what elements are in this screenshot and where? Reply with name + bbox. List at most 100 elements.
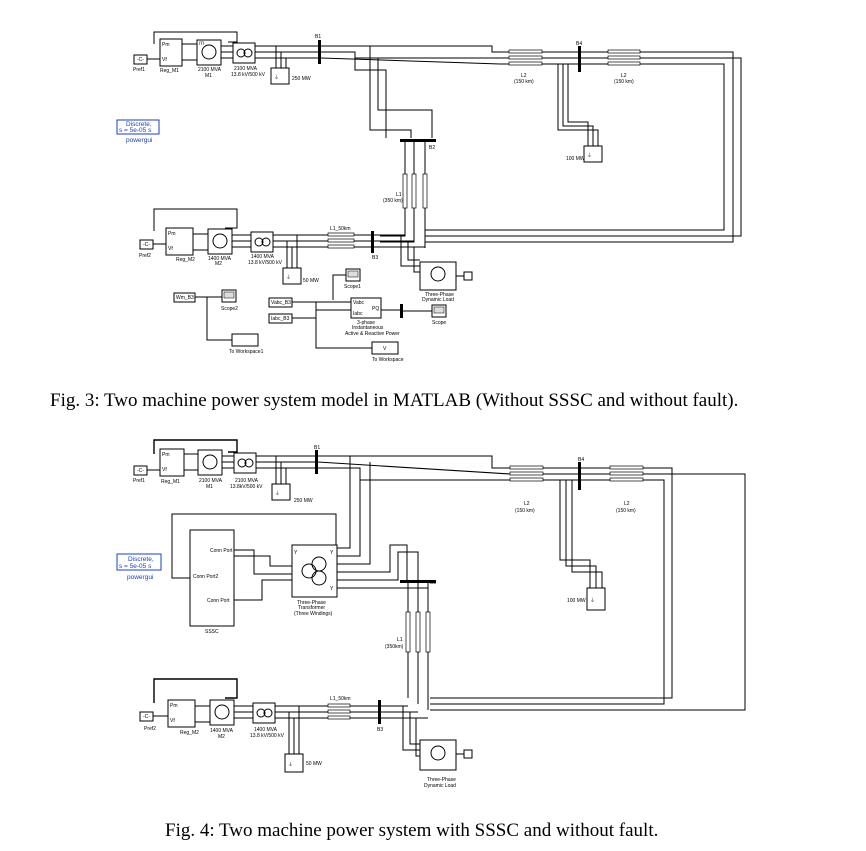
fig4-bus-b1[interactable] (315, 450, 318, 474)
fig4-tr-line1: Three-Phase (297, 600, 326, 606)
fig4-bus-b4[interactable] (578, 462, 581, 490)
svg-text:Vf: Vf (162, 467, 167, 473)
fig4-load1-block[interactable] (271, 483, 291, 501)
fig4-diagram: -C- Pref1 Pm Vf Reg_M1 2100 MVA M1 2100 … (116, 439, 746, 789)
fig3-m2-label: M2 (215, 261, 222, 267)
fig3-load1-label: 250 MW (292, 76, 311, 82)
fig3-powergui-block[interactable] (116, 119, 160, 135)
fig3-pq-measurement-block[interactable] (350, 297, 382, 319)
fig3-t2-rating: 1400 MVA (251, 254, 275, 260)
fig4-reg-m1-block[interactable] (159, 448, 185, 477)
svg-text:Vf: Vf (162, 57, 167, 63)
svg-text:Y: Y (330, 550, 334, 556)
fig3-powergui-line2: s = 5e-05 s (119, 127, 152, 134)
fig3-t1-rating: 2100 MVA (234, 66, 258, 72)
svg-text:⏚: ⏚ (274, 74, 279, 81)
svg-text:Pm: Pm (162, 42, 170, 48)
fig3-load1-block[interactable] (270, 67, 290, 85)
svg-text:-C-: -C- (143, 714, 150, 720)
fig4-b4-label: B4 (578, 457, 584, 463)
fig4-m2-block[interactable] (209, 699, 235, 726)
fig3-pref1-icon: -C- (137, 57, 144, 63)
fig3-reg-m1-block[interactable] (159, 38, 183, 67)
fig4-transformer-block[interactable] (291, 544, 338, 598)
fig4-dynamic-load-block[interactable] (419, 739, 457, 771)
fig3-l1-50-label: L1_50km (330, 226, 351, 232)
fig4-tr-line2: Transformer (298, 605, 325, 611)
fig3-m1-icon (201, 44, 217, 60)
fig4-reg-m2-block[interactable] (167, 699, 196, 728)
fig3-scope1-label: Scope1 (344, 284, 361, 290)
fig3-load4-block[interactable] (583, 145, 603, 163)
fig3-t1-voltage: 13.8 kV/500 kV (231, 72, 266, 78)
fig4-m1-label: M1 (206, 484, 213, 490)
fig3-caption: Fig. 3: Two machine power system model i… (50, 390, 738, 411)
fig3-l2a-len: (150 km) (514, 79, 534, 85)
fig4-dyn-terminator (463, 749, 473, 759)
fig3-dynamic-load-block[interactable] (419, 261, 457, 291)
fig3-vabc-b3-label: Vabc_B3 (271, 300, 291, 306)
fig4-l1-len: (350km) (385, 644, 404, 650)
fig3-bus-b3[interactable] (371, 231, 374, 253)
fig4-powergui-line1: Discrete, (128, 556, 154, 563)
fig3-l2b-len: (150 km) (614, 79, 634, 85)
fig3-ws-v: V (383, 346, 387, 352)
fig3-diagram: -C- Pref1 Pm Vf Reg_M1 m 2100 MVA M1 210… (116, 31, 742, 363)
fig3-pq-line2: Instantaneous (352, 325, 384, 331)
fig3-powergui-line1: Discrete, (126, 121, 152, 128)
fig4-t1-rating: 2100 MVA (235, 478, 259, 484)
fig4-sssc-port3: Conn Port (207, 598, 230, 604)
fig4-b1-label: B1 (314, 445, 320, 451)
fig3-powergui-label: powergui (126, 137, 152, 144)
fig4-dyn-load-line2: Dynamic Load (424, 783, 456, 789)
fig4-pref1-label: Pref1 (133, 478, 145, 484)
fig3-bus-b2[interactable] (400, 139, 436, 142)
fig4-sssc-block[interactable] (189, 529, 235, 627)
fig4-load4-block[interactable] (586, 587, 606, 611)
fig3-b2-label: B2 (429, 145, 435, 151)
fig3-m1-block[interactable] (196, 39, 222, 66)
fig3-l1-label: L1 (396, 192, 402, 198)
fig4-reg-m2-label: Reg_M2 (180, 730, 199, 736)
fig4-b3-label: B3 (377, 727, 383, 733)
fig3-scope2-label: Scope2 (221, 306, 238, 312)
svg-text:Vf: Vf (168, 246, 173, 252)
fig3-l2a-label: L2 (521, 73, 527, 79)
fig4-load4-label: 100 MW (567, 598, 586, 604)
fig3-bus-b4[interactable] (578, 46, 581, 72)
svg-text:Y: Y (294, 550, 298, 556)
fig4-bus-b3[interactable] (378, 700, 381, 724)
fig4-load3-block[interactable] (284, 753, 304, 773)
fig3-pq-line3: Active & Reactive Power (345, 331, 400, 337)
fig3-to-ws1-block[interactable] (231, 333, 259, 347)
fig3-dyn-terminator (463, 271, 473, 281)
fig3-dyn-load-line1: Three-Phase (425, 292, 454, 298)
fig3-l1-len: (350 km) (383, 198, 403, 204)
fig3-to-ws-block[interactable] (371, 341, 399, 355)
fig4-m1-rating: 2100 MVA (199, 478, 223, 484)
fig3-reg-m2-label: Reg_M2 (176, 257, 195, 263)
fig3-reg-m2-block[interactable] (165, 227, 194, 256)
svg-text:⏚: ⏚ (587, 152, 592, 159)
fig4-m2-label: M2 (218, 734, 225, 740)
fig4-m1-block[interactable] (197, 449, 223, 476)
fig3-bus-b1[interactable] (318, 40, 321, 64)
fig3-pref1-label: Pref1 (133, 67, 145, 73)
fig3-m2-rating: 1400 MVA (208, 256, 232, 262)
fig4-sssc-port2: Conn Port2 (193, 574, 219, 580)
fig3-load3-block[interactable] (282, 267, 302, 285)
fig4-powergui-block[interactable] (116, 553, 162, 571)
fig4-m2-rating: 1400 MVA (210, 728, 234, 734)
fig4-bus-b2[interactable] (400, 580, 436, 583)
fig4-sssc-port1: Conn Port (210, 548, 233, 554)
fig4-b2-label: B2 (430, 580, 436, 586)
fig4-l2b-len: (150 km) (616, 508, 636, 514)
fig3-m2-block[interactable] (207, 228, 233, 255)
fig3-m1-label: M1 (205, 73, 212, 79)
svg-text:Vf: Vf (170, 718, 175, 724)
fig4-sssc-label: SSSC (205, 629, 219, 635)
fig4-l2a-len: (150 km) (515, 508, 535, 514)
fig4-load1-label: 250 MW (294, 498, 313, 504)
fig3-b4-label: B4 (576, 41, 582, 47)
